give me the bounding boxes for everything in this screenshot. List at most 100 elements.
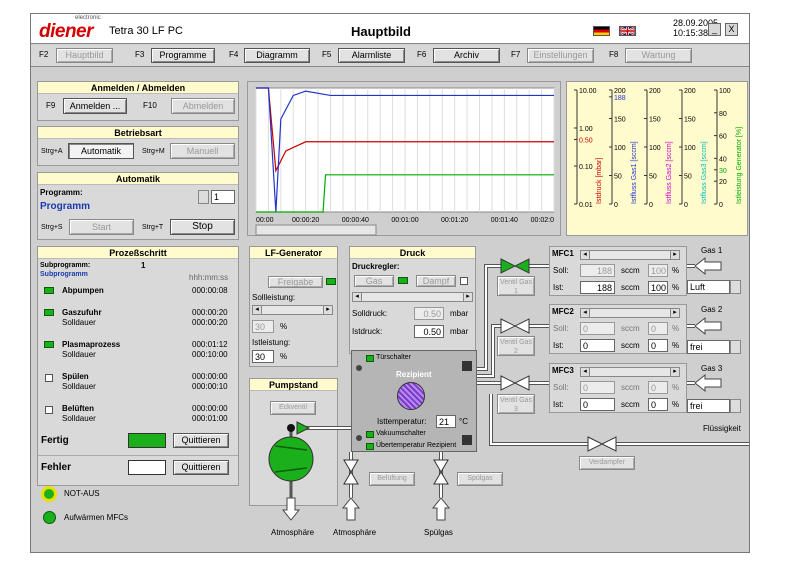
function-key-bar: F2 Hauptbild F3 Programme F4 Diagramm F5… [31,45,749,67]
spuelgas-button[interactable]: Spülgas [457,472,503,486]
x-tick-label: 00:01:40 [491,217,518,224]
mfc3-soll-label: Soll: [553,383,569,392]
axis-tick-label: 200 [649,88,661,95]
einstellungen-button[interactable]: Einstellungen [527,48,594,63]
slider-left-icon[interactable]: ◂ [580,367,590,377]
mfc2-soll-field[interactable]: 0 [580,322,615,335]
gas2-select[interactable]: frei [687,340,730,354]
stop-button[interactable]: Stop [170,219,235,235]
slider-left-icon[interactable]: ◂ [580,250,590,260]
gaszufuhr-time: 000:00:20 [192,308,228,317]
mfc2-slider[interactable]: ◂▸ [580,308,680,318]
valve-verdampfer-icon[interactable] [587,436,617,452]
slider-left-icon[interactable]: ◂ [580,308,590,318]
solldruck-slider[interactable]: ◂▸ [352,292,473,302]
start-button[interactable]: Start [69,219,134,235]
programm-name: Programm [40,201,91,212]
valve-gas2-icon[interactable] [500,318,530,334]
gas2-spinner[interactable] [730,340,741,354]
german-flag-icon[interactable] [593,26,610,36]
plasmaprozess-solldauer: 000:10:00 [192,350,228,359]
verdampfer-button[interactable]: Verdampfer [579,456,635,470]
mfc1-soll-field[interactable]: 188 [580,264,615,277]
axis-tick-label: 0.10 [579,164,593,171]
gas3-spinner[interactable] [730,399,741,413]
sollleistung-unit: % [280,322,288,331]
sollleistung-field[interactable]: 30 [252,320,274,333]
solldruck-field[interactable]: 0.50 [414,307,444,320]
lf-generator-title: LF-Generator [250,247,337,259]
mfc3-panel: MFC3 ◂▸ Soll: 0 sccm 0 % Ist: 0 sccm 0 % [549,363,687,413]
gas1-select[interactable]: Luft [687,280,730,294]
slider-right-icon[interactable]: ▸ [670,250,680,260]
gas-button[interactable]: Gas [354,275,394,287]
mfc3-slider[interactable]: ◂▸ [580,367,680,377]
fkey-f3-label: F3 [135,50,145,59]
gas1-spinner[interactable] [730,280,741,294]
mfc2-soll-pct[interactable]: 0 [648,322,668,335]
x-tick-label: 00:01:20 [441,217,468,224]
manuell-button[interactable]: Manuell [170,143,235,159]
programme-button[interactable]: Programme [151,48,215,63]
uk-flag-icon[interactable] [619,26,636,36]
ventil-gas2-button[interactable]: Ventil Gas 2 [497,336,535,356]
valve-gas3-icon[interactable] [500,375,530,391]
axis-tick-label: 150 [649,117,661,124]
archiv-button[interactable]: Archiv [433,48,500,63]
quittieren-fehler-button[interactable]: Quittieren [173,460,229,475]
sollleistung-slider[interactable]: ◂▸ [252,305,333,315]
slider-right-icon[interactable]: ▸ [670,308,680,318]
valve-belueftung-icon[interactable] [343,459,359,485]
diagramm-button[interactable]: Diagramm [244,48,310,63]
slider-left-icon[interactable]: ◂ [252,305,262,315]
ventil-gas3-button[interactable]: Ventil Gas 3 [497,394,535,414]
mfc2-soll-label: Soll: [553,324,569,333]
wartung-button[interactable]: Wartung [625,48,692,63]
abmelden-button[interactable]: Abmelden [171,98,235,114]
eckventil-icon[interactable] [296,421,311,435]
programm-number-field[interactable]: 1 [211,190,235,204]
mfc3-soll-field[interactable]: 0 [580,381,615,394]
gas2-label: Gas 2 [701,305,723,314]
axis-tick-label: 0 [684,202,688,209]
gaszufuhr-label: Gaszufuhr [62,308,102,317]
gas3-label: Gas 3 [701,364,723,373]
axis-tick-label: 0 [614,202,618,209]
divider [38,455,238,456]
valve-gas1-icon[interactable] [500,258,530,274]
axis-tick-label: 0 [719,202,723,209]
prozessschritt-panel: Prozeßschritt Subprogramm: 1 Subprogramm… [37,246,239,486]
mfc2-soll-unit: sccm [621,324,640,333]
mfc1-soll-pct[interactable]: 100 [648,264,668,277]
axis-tick-label: 100 [719,88,731,95]
slider-right-icon[interactable]: ▸ [323,305,333,315]
abpumpen-led [44,287,54,294]
slider-right-icon[interactable]: ▸ [463,292,473,302]
quittieren-fertig-button[interactable]: Quittieren [173,433,229,448]
mfc1-ist-field: 188 [580,281,615,294]
eckventil-button[interactable]: Eckventil [270,401,316,415]
minimize-button[interactable]: _ [708,23,721,36]
slider-right-icon[interactable]: ▸ [670,367,680,377]
automatik-button[interactable]: Automatik [68,143,134,159]
dampf-button[interactable]: Dampf [416,275,456,287]
alarmliste-button[interactable]: Alarmliste [338,48,405,63]
ventil-gas1-button[interactable]: Ventil Gas 1 [497,276,535,296]
slider-left-icon[interactable]: ◂ [352,292,362,302]
gas3-select[interactable]: frei [687,399,730,413]
mfc1-ist-label: Ist: [553,283,564,292]
mfc3-soll-pct[interactable]: 0 [648,381,668,394]
betriebsart-title: Betriebsart [38,127,238,139]
freigabe-button[interactable]: Freigabe [268,276,323,288]
logo-subtext: electronic [75,15,101,21]
belueftung-button[interactable]: Belüftung [369,472,415,486]
programm-spinner[interactable] [198,190,209,204]
mfc3-soll-pct-unit: % [672,383,680,392]
anmelden-button[interactable]: Anmelden ... [63,98,127,114]
hauptbild-button[interactable]: Hauptbild [56,48,113,63]
valve-spuelgas-icon[interactable] [433,459,449,485]
mfc1-slider[interactable]: ◂▸ [580,250,680,260]
close-button[interactable]: X [725,23,738,36]
druck-title: Druck [350,247,475,259]
